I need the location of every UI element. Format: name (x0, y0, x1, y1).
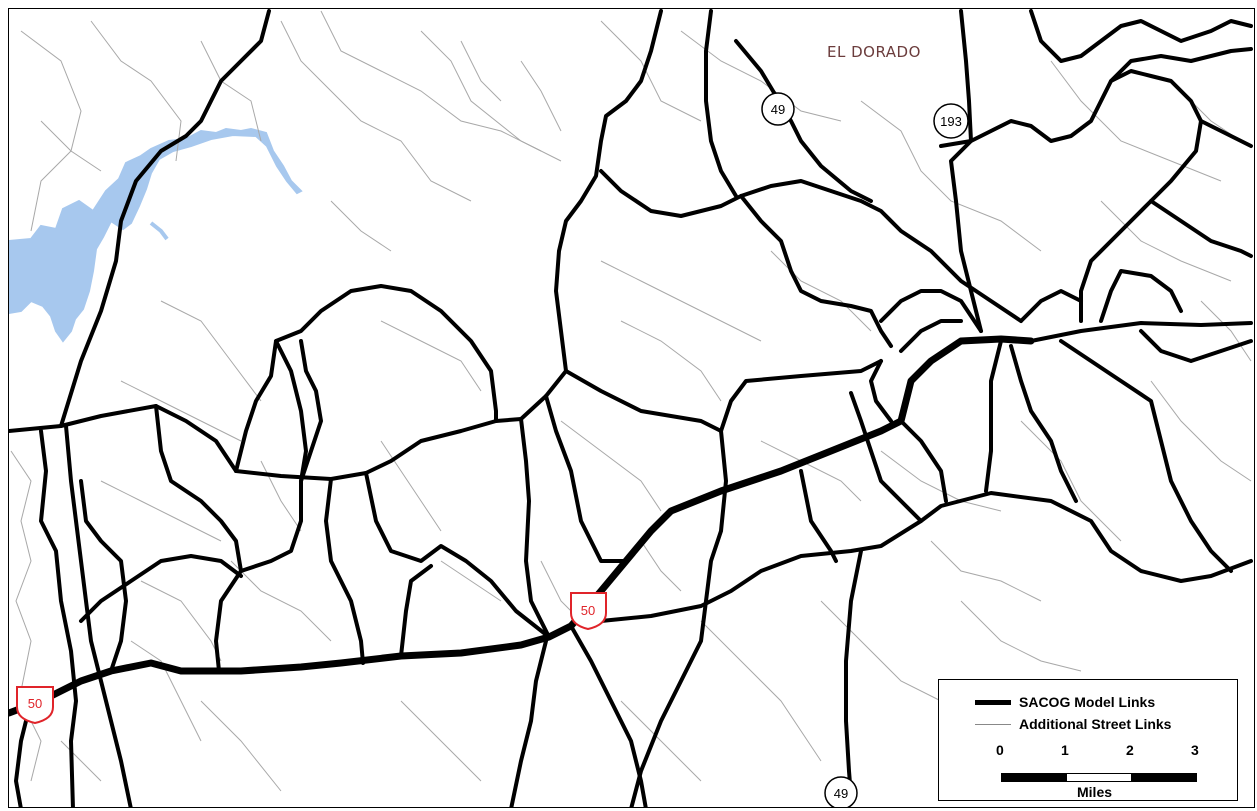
legend-model-links-row: SACOG Model Links (939, 692, 1239, 712)
legend-model-links-label: SACOG Model Links (1019, 694, 1156, 710)
svg-text:49: 49 (771, 102, 785, 117)
svg-text:50: 50 (28, 696, 42, 711)
scale-tick-2: 2 (1126, 742, 1134, 758)
legend-street-links-row: Additional Street Links (939, 714, 1239, 734)
shield-50-center: 50 (570, 592, 607, 631)
scale-bar-segment-1 (1001, 773, 1067, 782)
scale-bar-segment-3 (1131, 773, 1197, 782)
lake-water (9, 127, 303, 343)
map-legend: SACOG Model Links Additional Street Link… (938, 679, 1238, 801)
shield-193: 193 (933, 103, 969, 139)
scale-units-label: Miles (1077, 784, 1113, 800)
map-view[interactable]: 49 193 50 50 49 EL DORADO SACOG Model Li… (8, 8, 1255, 808)
lake-inlet (149, 221, 169, 241)
legend-street-links-label: Additional Street Links (1019, 716, 1172, 732)
road-network-map: 49 193 50 50 49 (9, 9, 1253, 807)
model-links (9, 9, 1253, 807)
scale-tick-0: 0 (996, 742, 1004, 758)
legend-model-links-swatch (975, 700, 1011, 705)
county-label: EL DORADO (827, 43, 921, 61)
shield-49-north: 49 (761, 92, 795, 126)
svg-text:50: 50 (581, 603, 595, 618)
shield-49-south: 49 (824, 776, 858, 807)
scale-tick-1: 1 (1061, 742, 1069, 758)
scale-bar-segment-2 (1066, 773, 1132, 782)
shield-50-west: 50 (16, 686, 54, 725)
street-links (10, 10, 1252, 792)
legend-street-links-swatch (975, 724, 1011, 725)
scale-tick-3: 3 (1191, 742, 1199, 758)
svg-text:193: 193 (940, 114, 962, 129)
svg-text:49: 49 (834, 786, 848, 801)
